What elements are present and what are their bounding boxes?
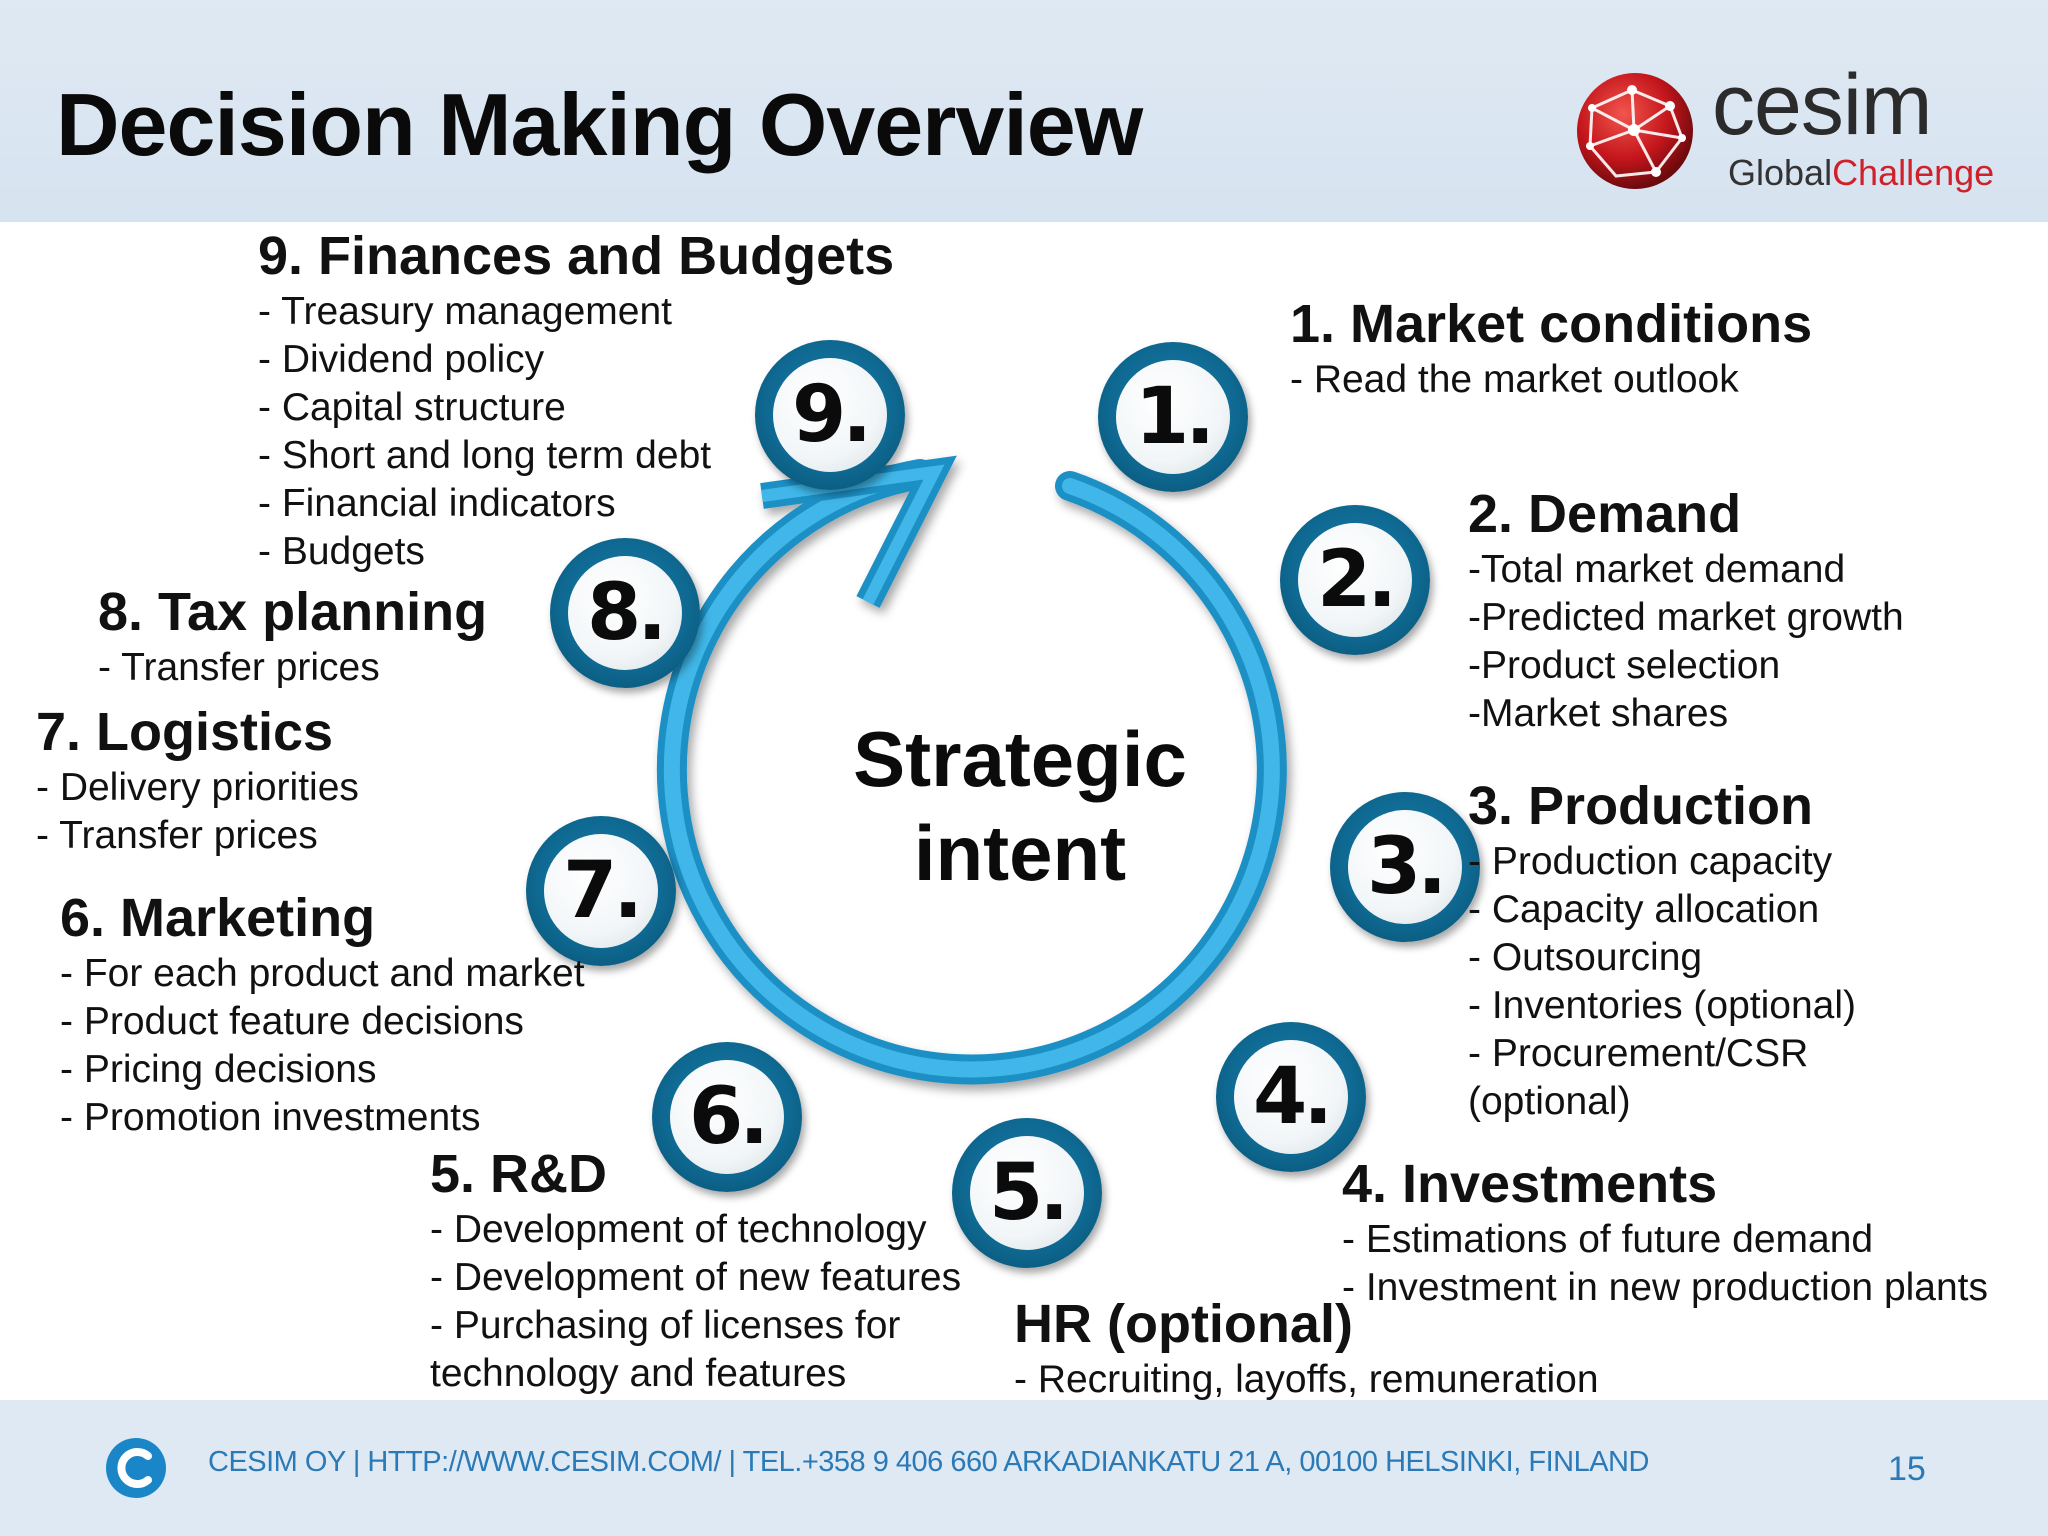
list-item: - Promotion investments — [60, 1096, 481, 1139]
node-7-label: 7. — [544, 834, 658, 948]
page-number: 15 — [1888, 1450, 1926, 1488]
list-item: - Transfer prices — [98, 646, 380, 689]
node-5-label: 5. — [970, 1136, 1084, 1250]
section-heading: 8. Tax planning — [98, 582, 488, 642]
node-9: 9. — [755, 340, 905, 490]
cesim-logo: cesim GlobalChallenge — [1572, 57, 2002, 204]
list-item: - Short and long term debt — [258, 434, 712, 477]
list-item: - Treasury management — [258, 290, 673, 333]
list-item: - Production capacity — [1468, 840, 1833, 883]
section-heading: 5. R&D — [430, 1144, 608, 1204]
section-heading: HR (optional) — [1014, 1294, 1353, 1354]
list-item: - Development of technology — [430, 1208, 927, 1251]
section-heading: 6. Marketing — [60, 888, 376, 948]
section-logistics: 7. Logistics - Delivery priorities - Tra… — [36, 700, 359, 860]
list-item: - Purchasing of licenses for — [430, 1304, 901, 1347]
list-item: - Investment in new production plants — [1342, 1266, 1989, 1309]
section-heading: 1. Market conditions — [1290, 294, 1813, 354]
list-item: - Development of new features — [430, 1256, 962, 1299]
list-item: - For each product and market — [60, 952, 585, 995]
node-5: 5. — [952, 1118, 1102, 1268]
node-6-label: 6. — [670, 1060, 784, 1174]
list-item: - Inventories (optional) — [1468, 984, 1857, 1027]
strategic-intent-label: Strategic intent — [820, 712, 1220, 900]
node-8: 8. — [550, 538, 700, 688]
list-item: - Delivery priorities — [36, 766, 359, 809]
node-2-label: 2. — [1298, 523, 1412, 637]
node-9-label: 9. — [773, 358, 887, 472]
logo-sub-challenge: Challenge — [1832, 152, 1995, 193]
center-line-1: Strategic — [853, 715, 1187, 803]
section-production: 3. Production - Production capacity - Ca… — [1468, 774, 1856, 1126]
section-market: 1. Market conditions - Read the market o… — [1290, 292, 1812, 404]
list-item: - Transfer prices — [36, 814, 318, 857]
node-1-label: 1. — [1116, 360, 1230, 474]
node-3-label: 3. — [1348, 810, 1462, 924]
list-item: - Product feature decisions — [60, 1000, 524, 1043]
node-7: 7. — [526, 816, 676, 966]
list-item: - Budgets — [258, 530, 425, 573]
slide-title: Decision Making Overview — [56, 75, 1143, 174]
section-heading: 4. Investments — [1342, 1154, 1718, 1214]
list-item: - Dividend policy — [258, 338, 545, 381]
logo-sub-global: Global — [1728, 152, 1833, 193]
list-item: - Recruiting, layoffs, remuneration — [1014, 1358, 1599, 1401]
section-rnd: 5. R&D - Development of technology - Dev… — [430, 1142, 961, 1398]
list-item: - Procurement/CSR — [1468, 1032, 1809, 1075]
header-band: Decision Making Overview cesim GlobalCha… — [0, 0, 2048, 222]
list-item: -Total market demand — [1468, 548, 1846, 591]
logo-subtitle: GlobalChallenge — [1728, 152, 1994, 194]
node-3: 3. — [1330, 792, 1480, 942]
section-finances: 9. Finances and Budgets - Treasury manag… — [258, 224, 894, 576]
section-tax: 8. Tax planning - Transfer prices — [98, 580, 487, 692]
node-6: 6. — [652, 1042, 802, 1192]
list-item: - Capacity allocation — [1468, 888, 1820, 931]
list-item: -Market shares — [1468, 692, 1729, 735]
list-item: - Capital structure — [258, 386, 566, 429]
cycle-arrows — [656, 455, 1287, 1085]
footer-contact: CESIM OY | HTTP://WWW.CESIM.COM/ | TEL.+… — [208, 1446, 1649, 1478]
decision-cycle-diagram: Strategic intent 1. 2. 3. 4. 5. 6. 7. 8.… — [0, 222, 2048, 1401]
list-item: - Estimations of future demand — [1342, 1218, 1874, 1261]
list-item: - Financial indicators — [258, 482, 616, 525]
node-2: 2. — [1280, 505, 1430, 655]
node-4: 4. — [1216, 1022, 1366, 1172]
section-investments: 4. Investments - Estimations of future d… — [1342, 1152, 1988, 1312]
section-heading: 9. Finances and Budgets — [258, 226, 895, 286]
list-item: - Outsourcing — [1468, 936, 1703, 979]
list-item: - Read the market outlook — [1290, 358, 1739, 401]
node-8-label: 8. — [568, 556, 682, 670]
globe-icon — [1577, 73, 1693, 189]
list-item: - Pricing decisions — [60, 1048, 377, 1091]
logo-wordmark: cesim — [1712, 57, 1933, 153]
section-demand: 2. Demand -Total market demand -Predicte… — [1468, 482, 1904, 738]
list-item: -Predicted market growth — [1468, 596, 1904, 639]
section-marketing: 6. Marketing - For each product and mark… — [60, 886, 585, 1142]
section-heading: 3. Production — [1468, 776, 1814, 836]
list-item: technology and features — [430, 1352, 847, 1395]
cesim-c-icon — [106, 1438, 166, 1498]
node-1: 1. — [1098, 342, 1248, 492]
section-heading: 2. Demand — [1468, 484, 1742, 544]
list-item: -Product selection — [1468, 644, 1781, 687]
list-item: (optional) — [1468, 1080, 1631, 1123]
footer-band: CESIM OY | HTTP://WWW.CESIM.COM/ | TEL.+… — [0, 1400, 2048, 1536]
section-heading: 7. Logistics — [36, 702, 334, 762]
node-4-label: 4. — [1234, 1040, 1348, 1154]
center-line-2: intent — [913, 809, 1127, 897]
section-hr: HR (optional) - Recruiting, layoffs, rem… — [1014, 1292, 1599, 1404]
